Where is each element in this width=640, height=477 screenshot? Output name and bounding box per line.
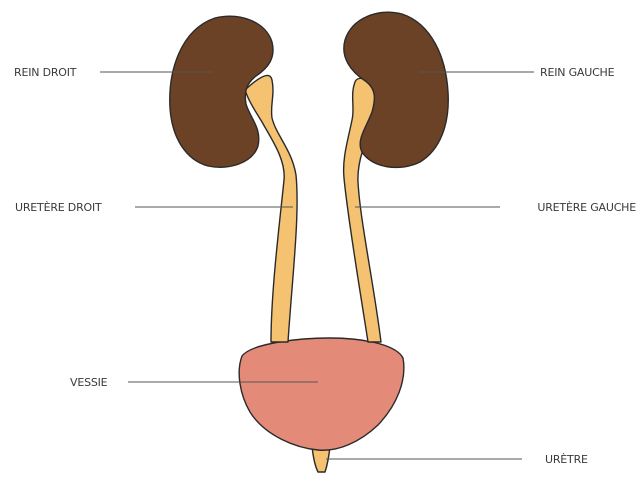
uretere-gauche-label: URETÈRE GAUCHE xyxy=(537,201,636,214)
rein-gauche-label: REIN GAUCHE xyxy=(540,66,615,79)
uretere-droit-label: URETÈRE DROIT xyxy=(15,201,102,214)
bladder xyxy=(239,338,404,450)
uretre-label: URÈTRE xyxy=(545,453,588,466)
rein-droit-label: REIN DROIT xyxy=(14,66,77,79)
vessie-label: VESSIE xyxy=(70,376,108,389)
right-ureter xyxy=(245,75,297,342)
